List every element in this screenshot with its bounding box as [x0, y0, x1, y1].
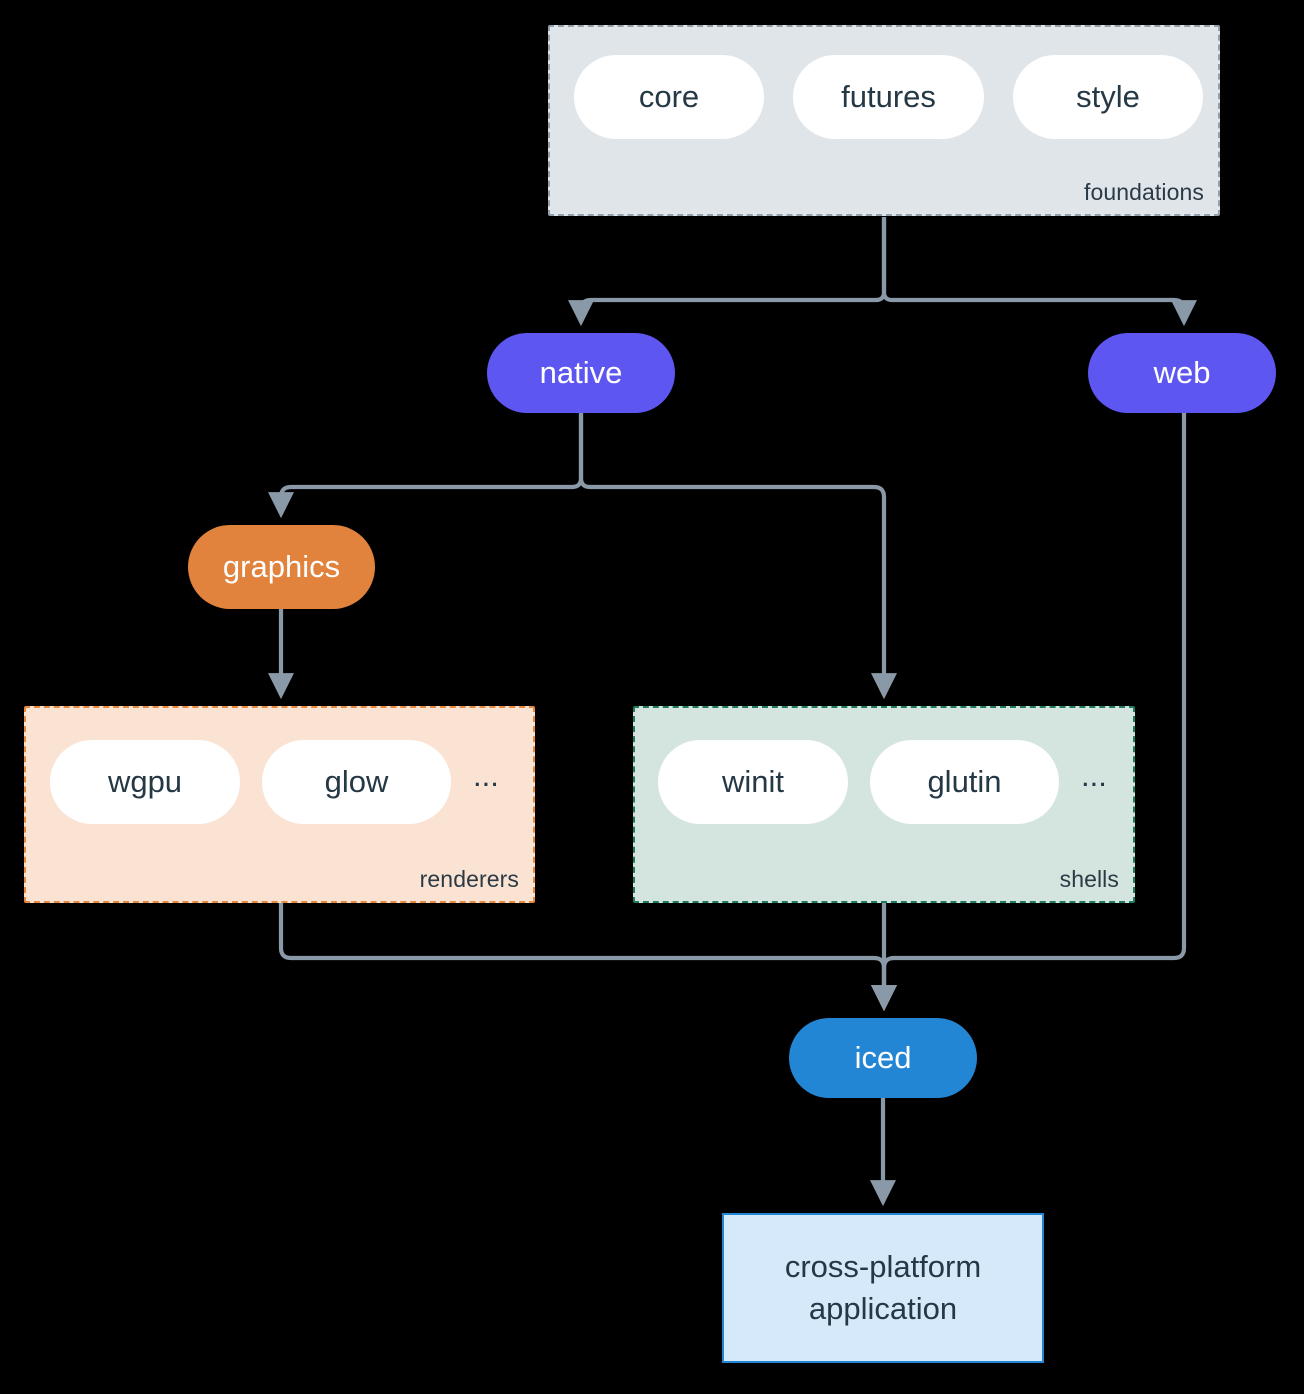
cluster-foundations-label: foundations: [1083, 179, 1204, 205]
pill-wgpu[interactable]: wgpu: [50, 740, 240, 824]
renderers-overflow-ellipsis: ...: [473, 757, 499, 793]
node-graphics[interactable]: graphics: [188, 525, 375, 609]
node-cross-platform-application[interactable]: cross-platform application: [722, 1213, 1044, 1363]
pill-winit[interactable]: winit: [658, 740, 848, 824]
cluster-foundations-items: core futures style: [574, 55, 1203, 139]
pill-core[interactable]: core: [574, 55, 764, 139]
shells-overflow-ellipsis: ...: [1081, 757, 1107, 793]
cluster-shells-items: winit glutin ...: [658, 740, 1107, 824]
cluster-renderers-items: wgpu glow ...: [50, 740, 499, 824]
cluster-foundations: core futures style foundations: [548, 25, 1220, 216]
pill-glutin[interactable]: glutin: [870, 740, 1059, 824]
cluster-renderers-label: renderers: [419, 866, 519, 892]
edge-native-shells: [578, 413, 898, 700]
edge-native-graphics: [267, 413, 584, 519]
edge-renderers-iced: [278, 903, 898, 1012]
node-iced[interactable]: iced: [789, 1018, 977, 1098]
pill-futures[interactable]: futures: [793, 55, 984, 139]
cluster-renderers: wgpu glow ... renderers: [24, 706, 535, 903]
cluster-shells-label: shells: [1059, 866, 1119, 892]
pill-glow[interactable]: glow: [262, 740, 451, 824]
pill-style[interactable]: style: [1013, 55, 1203, 139]
application-label-line1: cross-platform: [784, 1249, 982, 1285]
edge-foundations-native: [567, 217, 887, 327]
application-label-line2: application: [808, 1291, 958, 1326]
node-web[interactable]: web: [1088, 333, 1276, 413]
node-native[interactable]: native: [487, 333, 675, 413]
edge-foundations-web: [881, 217, 1198, 327]
cluster-shells: winit glutin ... shells: [633, 706, 1135, 903]
